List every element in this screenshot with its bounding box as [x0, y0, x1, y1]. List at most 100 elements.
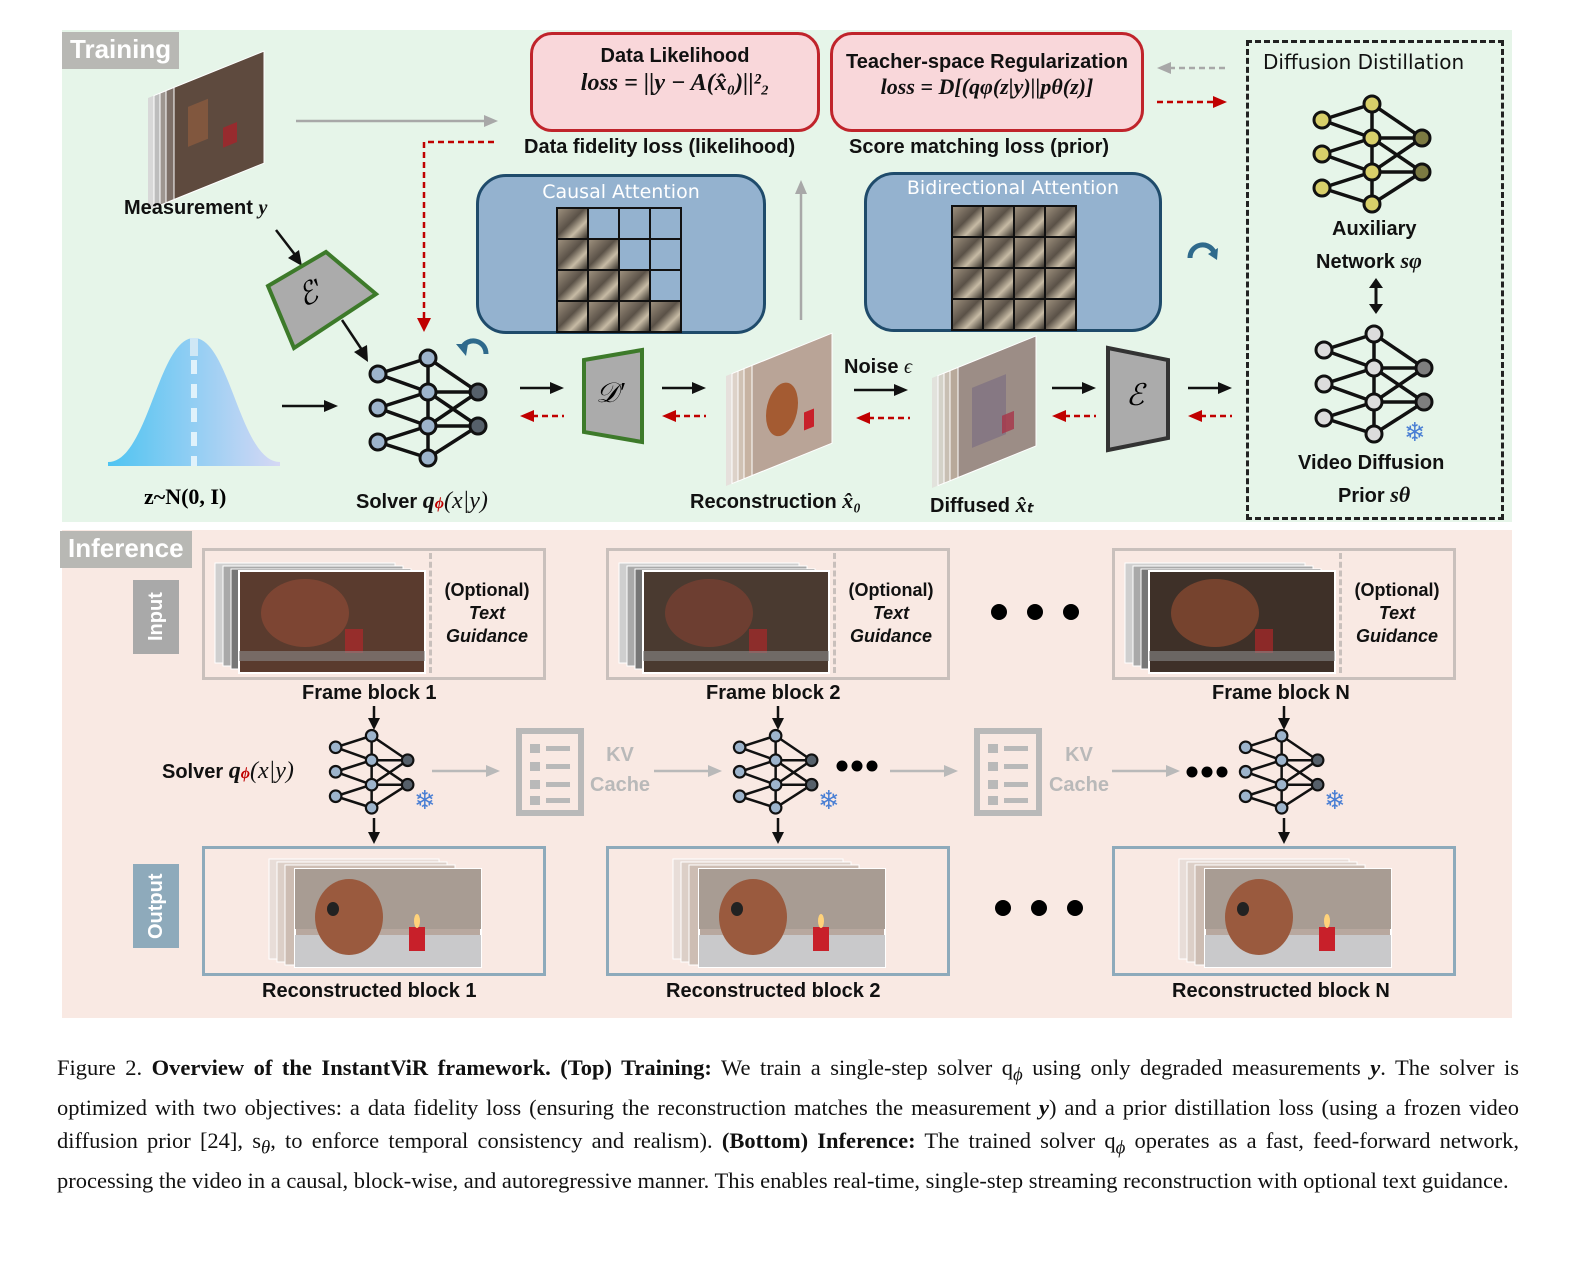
network-node: [1364, 392, 1384, 412]
input-tag: Input: [133, 580, 179, 654]
attention-cell-active: [953, 238, 982, 267]
attention-cell-masked: [651, 240, 680, 269]
network-node: [1364, 324, 1384, 344]
output-reconstructed-block: [202, 846, 546, 976]
network-node: [364, 800, 379, 815]
network-node: [1364, 424, 1384, 444]
network-node: [1364, 358, 1384, 378]
inference-solver-label: Solver qϕ(x|y): [162, 758, 294, 784]
attention-cell-active: [620, 271, 649, 300]
network-node: [368, 398, 388, 418]
attention-cell-active: [1046, 238, 1075, 267]
frame-to-solver-arrow: [771, 706, 785, 736]
attention-cell-active: [1015, 300, 1044, 329]
network-node: [732, 764, 747, 779]
attention-cell-masked: [651, 209, 680, 238]
attention-cell-active: [558, 209, 587, 238]
attention-cell-active: [984, 207, 1013, 236]
solver-label: Solver qϕ(x|y): [356, 488, 488, 514]
network-output-node: [1414, 358, 1434, 378]
frozen-snowflake-icon: ❄: [818, 786, 840, 816]
solver-update-arrow-icon: [456, 338, 489, 356]
data-fidelity-caption: Data fidelity loss (likelihood): [524, 136, 796, 158]
guidance-label: Guidance: [1355, 626, 1439, 646]
bidirectional-attention-title: Bidirectional Attention: [906, 177, 1120, 199]
diffusion-distillation-box: [1246, 40, 1504, 520]
output-reconstructed-block: [606, 846, 950, 976]
network-edge: [427, 424, 479, 460]
encoder-symbol: ℰ: [1126, 379, 1145, 412]
network-node: [1314, 374, 1334, 394]
network-node: [364, 753, 379, 768]
solver-to-output-arrow: [771, 818, 785, 850]
update-arrow-icon: [1187, 242, 1218, 260]
network-node: [1238, 764, 1253, 779]
measurement-frames-image: [148, 48, 268, 210]
degraded-frames-image: [214, 562, 426, 674]
attention-cell-active: [1015, 238, 1044, 267]
output-tag: Output: [133, 864, 179, 948]
network-node: [768, 800, 783, 815]
attention-cell-active: [953, 269, 982, 298]
network-node: [768, 777, 783, 792]
encoder-distillation-arrows: [1188, 382, 1232, 422]
attention-cell-active: [953, 300, 982, 329]
solver-ellipsis: [836, 758, 880, 777]
diffused-encoder-arrows: [1052, 382, 1096, 422]
encoder-to-solver-arrow: [340, 319, 368, 362]
noise-prior-label: z~N(0, I): [144, 484, 227, 509]
attention-cell-active: [558, 302, 587, 331]
network-node: [768, 728, 783, 743]
kv-ellipsis: [1186, 764, 1230, 783]
frozen-snowflake-icon: ❄: [1324, 786, 1346, 816]
network-edge: [774, 783, 813, 809]
teacher-regularization-box: Teacher-space Regularization loss = D[(q…: [830, 32, 1144, 132]
attention-cell-active: [953, 207, 982, 236]
causal-attention-mask: [556, 207, 682, 333]
attention-cell-active: [589, 271, 618, 300]
reconstructed-block-label: Reconstructed block 1: [262, 980, 477, 1002]
teacher-regularization-equation: loss = D[(qφ(z|y)||pθ(z)]: [880, 74, 1094, 99]
network-edge: [1373, 332, 1425, 370]
network-output-node: [1310, 777, 1325, 792]
attention-cell-active: [1015, 207, 1044, 236]
network-node: [1274, 777, 1289, 792]
network-output-node: [468, 416, 488, 436]
inference-solver-network-icon: [732, 728, 819, 815]
score-matching-caption: Score matching loss (prior): [849, 136, 1110, 158]
network-node: [368, 364, 388, 384]
diffusion-distillation-title: Diffusion Distillation: [1263, 50, 1465, 74]
data-likelihood-box: Data Likelihood loss = ||y − A(x̂₀)||²₂: [530, 32, 820, 132]
attention-cell-active: [651, 302, 680, 331]
network-node: [768, 753, 783, 768]
encoder-block: [1106, 345, 1170, 453]
degraded-frames-image: [1124, 562, 1336, 674]
network-node: [418, 416, 438, 436]
attention-cell-active: [984, 300, 1013, 329]
noise-to-solver-arrow: [282, 400, 338, 412]
causal-attention-title: Causal Attention: [542, 181, 700, 203]
bidirectional-arrow-icon: [1369, 278, 1383, 314]
measurement-encoder-block: [265, 249, 380, 351]
teacher-regularization-title: Teacher-space Regularization: [846, 51, 1128, 73]
auxiliary-network-label: Network sφ: [1316, 248, 1422, 273]
network-output-node: [1310, 753, 1325, 768]
input-frame-block: (Optional) Text Guidance: [1112, 548, 1456, 680]
video-diffusion-prior-icon: [1314, 324, 1434, 444]
attention-cell-active: [558, 271, 587, 300]
attention-cell-masked: [651, 271, 680, 300]
solver-network-icon: [368, 348, 488, 468]
network-node: [364, 728, 379, 743]
noise-label: Noise ϵ: [844, 356, 913, 378]
attention-cell-active: [984, 238, 1013, 267]
reconstructed-block-label: Reconstructed block 2: [666, 980, 881, 1002]
kv-to-solver-arrow: [654, 765, 722, 777]
network-node: [1314, 408, 1334, 428]
network-node: [368, 432, 388, 452]
training-section-label: Training: [62, 32, 180, 69]
frame-to-solver-arrow: [367, 706, 381, 736]
network-node: [732, 789, 747, 804]
kv-cache-icon: [516, 728, 584, 816]
reconstructed-frames-image: [672, 858, 886, 968]
solver-to-output-arrow: [367, 818, 381, 850]
